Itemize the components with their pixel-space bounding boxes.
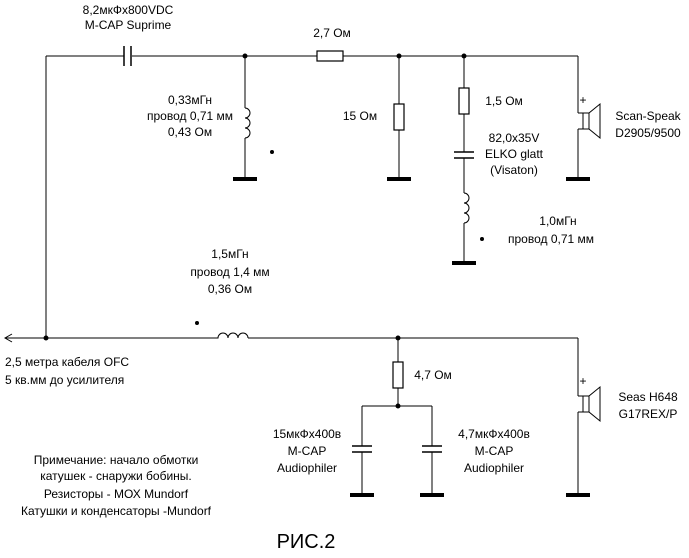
r1-label: 2,7 Ом bbox=[313, 26, 351, 40]
resistor-r1 bbox=[316, 50, 344, 62]
cable-label-line1: 2,5 метра кабеля OFC bbox=[5, 355, 130, 369]
c4-type-label: M-CAP bbox=[474, 444, 514, 458]
l1-wire-label: провод 0,71 мм bbox=[146, 109, 234, 123]
c1-value-label: 8,2мкФх800VDC bbox=[82, 3, 174, 17]
l2-inductance-label: 1,0мГн bbox=[539, 214, 577, 228]
tweeter-speaker bbox=[566, 56, 601, 181]
l3-resistance-label: 0,36 Ом bbox=[207, 282, 253, 296]
tweeter-model-label: D2905/9500 bbox=[615, 126, 681, 140]
tweeter-plus-sign: + bbox=[579, 93, 587, 107]
l2-wire-label: провод 0,71 мм bbox=[507, 232, 595, 246]
note-line1: Примечание: начало обмотки bbox=[33, 453, 199, 467]
l1-resistance-label: 0,43 Ом bbox=[167, 125, 213, 139]
c4-value-label: 4,7мкФх400в bbox=[458, 427, 530, 441]
c3-name-label: Audiophiler bbox=[276, 461, 338, 475]
c3-value-label: 15мкФх400в bbox=[272, 427, 342, 441]
c2-brand-label: (Visaton) bbox=[490, 163, 538, 177]
woofer-speaker bbox=[566, 338, 601, 497]
tweeter-branch-wiring bbox=[46, 53, 578, 59]
woofer-model-label: G17REX/P bbox=[618, 407, 678, 421]
note-line3: Резисторы - МОХ Mundorf bbox=[43, 487, 189, 501]
resistor-r2 bbox=[387, 56, 411, 181]
notch-filter bbox=[452, 56, 484, 265]
inductor-l1 bbox=[233, 56, 274, 181]
tweeter-name-label: Scan-Speak bbox=[615, 109, 681, 123]
woofer-name-label: Seas H648 bbox=[618, 390, 678, 404]
woofer-branch-wiring bbox=[46, 321, 578, 341]
l1-inductance-label: 0,33мГн bbox=[167, 93, 213, 107]
c1-name-label: M-CAP Suprime bbox=[84, 18, 172, 32]
c3-type-label: M-CAP bbox=[287, 444, 327, 458]
c4-name-label: Audiophiler bbox=[463, 461, 525, 475]
l3-wire-label: провод 1,4 мм bbox=[190, 265, 270, 279]
note-line2: катушек - снаружи бобины. bbox=[40, 469, 192, 483]
l3-inductance-label: 1,5мГн bbox=[211, 247, 249, 261]
zobel-network bbox=[350, 338, 444, 497]
r3-label: 1,5 Ом bbox=[485, 94, 523, 108]
cable-label-line2: 5 кв.мм до усилителя bbox=[5, 373, 125, 387]
figure-caption: РИС.2 bbox=[276, 531, 336, 553]
input-wiring bbox=[3, 56, 49, 343]
c2-type-label: ELKO glatt bbox=[484, 147, 544, 161]
woofer-plus-sign: + bbox=[579, 374, 587, 388]
note-line4: Катушки и конденсаторы -Mundorf bbox=[20, 504, 212, 518]
capacitor-c1 bbox=[123, 46, 132, 66]
r2-label: 15 Ом bbox=[342, 109, 378, 123]
r4-label: 4,7 Ом bbox=[414, 368, 452, 382]
c2-value-label: 82,0х35V bbox=[488, 131, 540, 145]
